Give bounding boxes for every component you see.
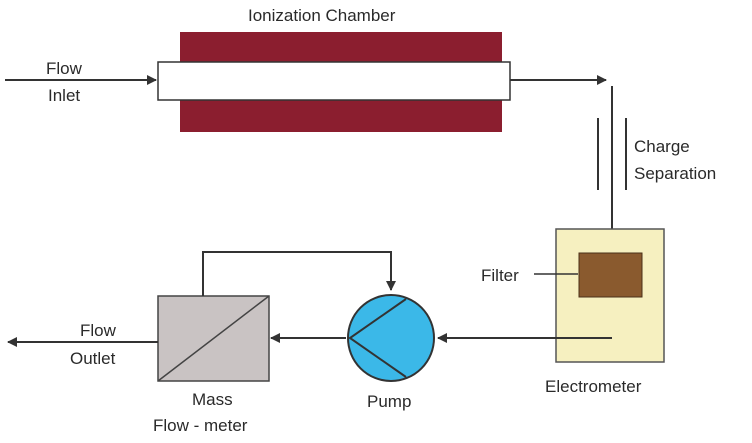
chamber-title: Ionization Chamber [248, 6, 396, 25]
flowmeter-icon [157, 295, 270, 382]
filter-label: Filter [481, 266, 519, 285]
ionization-chamber [157, 32, 511, 132]
inlet-label-line2: Inlet [48, 86, 80, 105]
mass-label-line2: Flow - meter [153, 416, 248, 435]
mass-label-line1: Mass [192, 390, 233, 409]
inlet-label-line1: Flow [46, 59, 83, 78]
filter-element [578, 252, 643, 298]
outlet-label-line2: Outlet [70, 349, 116, 368]
pump-chevron [348, 298, 407, 378]
charge-label-line1: Charge [634, 137, 690, 156]
pump-label: Pump [367, 392, 411, 411]
charge-label-line2: Separation [634, 164, 716, 183]
electrometer-label: Electrometer [545, 377, 642, 396]
outlet-label-line1: Flow [80, 321, 117, 340]
bypass-line [202, 251, 396, 296]
flowmeter-diagonal [157, 295, 270, 382]
pump-icon [347, 294, 435, 382]
chamber-tube [157, 61, 511, 101]
pump-body [347, 294, 435, 382]
